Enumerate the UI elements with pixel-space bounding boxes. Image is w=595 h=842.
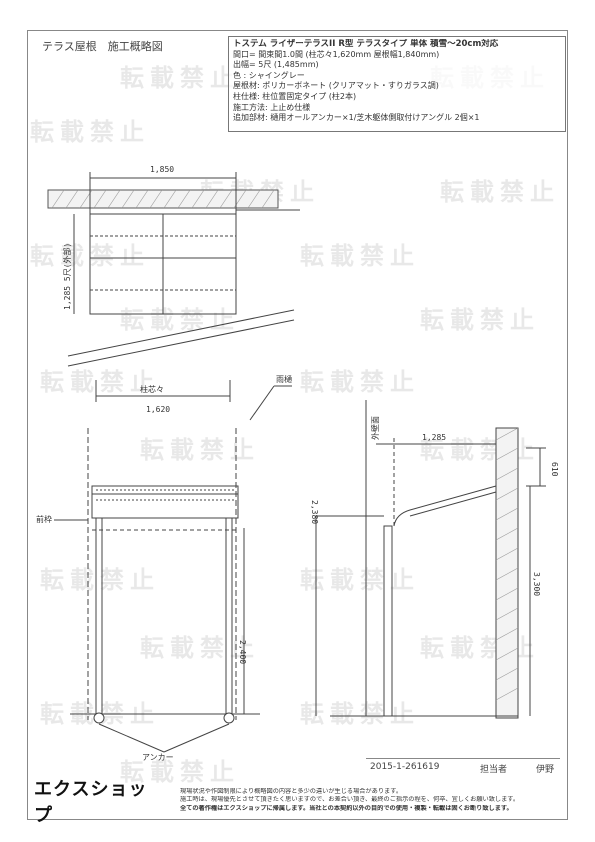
- plan-view: [47, 172, 300, 421]
- dim-plan-width: 1,850: [150, 165, 174, 174]
- footer-info: 2015-1-261619 担当者 伊野: [366, 758, 560, 777]
- front-label-bottom: アンカー: [142, 753, 174, 762]
- notice-text: 現場状況や作図制限により概略図の内容と多少の違いが生じる場合があります。 施工時…: [180, 788, 560, 813]
- person-name: 伊野: [536, 765, 555, 775]
- dim-front-height: 2,400: [238, 640, 247, 664]
- side-elevation: [315, 400, 546, 719]
- front-elevation: [54, 428, 260, 753]
- brand-logo: エクスショップ: [34, 779, 148, 826]
- dim-side-depth: 1,285: [422, 433, 446, 442]
- spec-depth: 出幅= 5尺 (1,485mm): [233, 60, 319, 70]
- drawing-frame: [27, 30, 568, 820]
- dim-plan-bottom: 1,620: [146, 405, 170, 414]
- dim-plan-depth: 1,285 5尺(外部): [62, 243, 72, 310]
- spec-box: トステム ライザーテラスII R型 テラスタイプ 単体 積雪～20cm対応 間口…: [228, 36, 566, 132]
- side-label: 外壁面: [370, 416, 380, 440]
- dim-front-inner: 2,380: [310, 500, 319, 524]
- drawing-number: 2015-1-261619: [370, 762, 440, 772]
- sheet-title: テラス屋根 施工概略図: [42, 40, 163, 53]
- spec-extra: 追加部材: 樋用オールアンカー×1/芝木躯体側取付けアングル 2個×1: [233, 113, 480, 123]
- notice-line: 全ての著作権はエクスショップに帰属します。当社との本契約以外の目的での使用・複製…: [180, 804, 513, 812]
- notice-line: 現場状況や作図制限により概略図の内容と多少の違いが生じる場合があります。: [180, 788, 403, 795]
- spec-method: 施工方法: 上止め仕様: [233, 102, 311, 112]
- spec-roof: 屋根材: ポリカーボネート (クリアマット・すりガラス調): [233, 81, 439, 91]
- dim-side-drop: 610: [550, 462, 559, 477]
- dim-side-total: 3,300: [532, 572, 541, 596]
- person-label: 担当者: [480, 765, 508, 775]
- spec-opening: 間口= 間束間1.0間 (柱芯々1,620mm 屋根幅1,840mm): [233, 49, 440, 59]
- notice-line: 施工時は、現場優先とさせて頂きたく思いますので、お差合い頂き、最終のご指示の程を…: [180, 796, 520, 804]
- front-label-left: 前枠: [36, 514, 52, 524]
- dim-plan-bottom-label: 柱芯々: [140, 384, 164, 394]
- plan-leader-label: 雨樋: [276, 374, 292, 384]
- spec-post: 柱仕様: 柱位置固定タイプ (柱2本): [233, 91, 357, 101]
- spec-product: トステム ライザーテラスII R型 テラスタイプ 単体 積雪～20cm対応: [233, 39, 499, 49]
- spec-color: 色 : シャイングレー: [233, 70, 305, 80]
